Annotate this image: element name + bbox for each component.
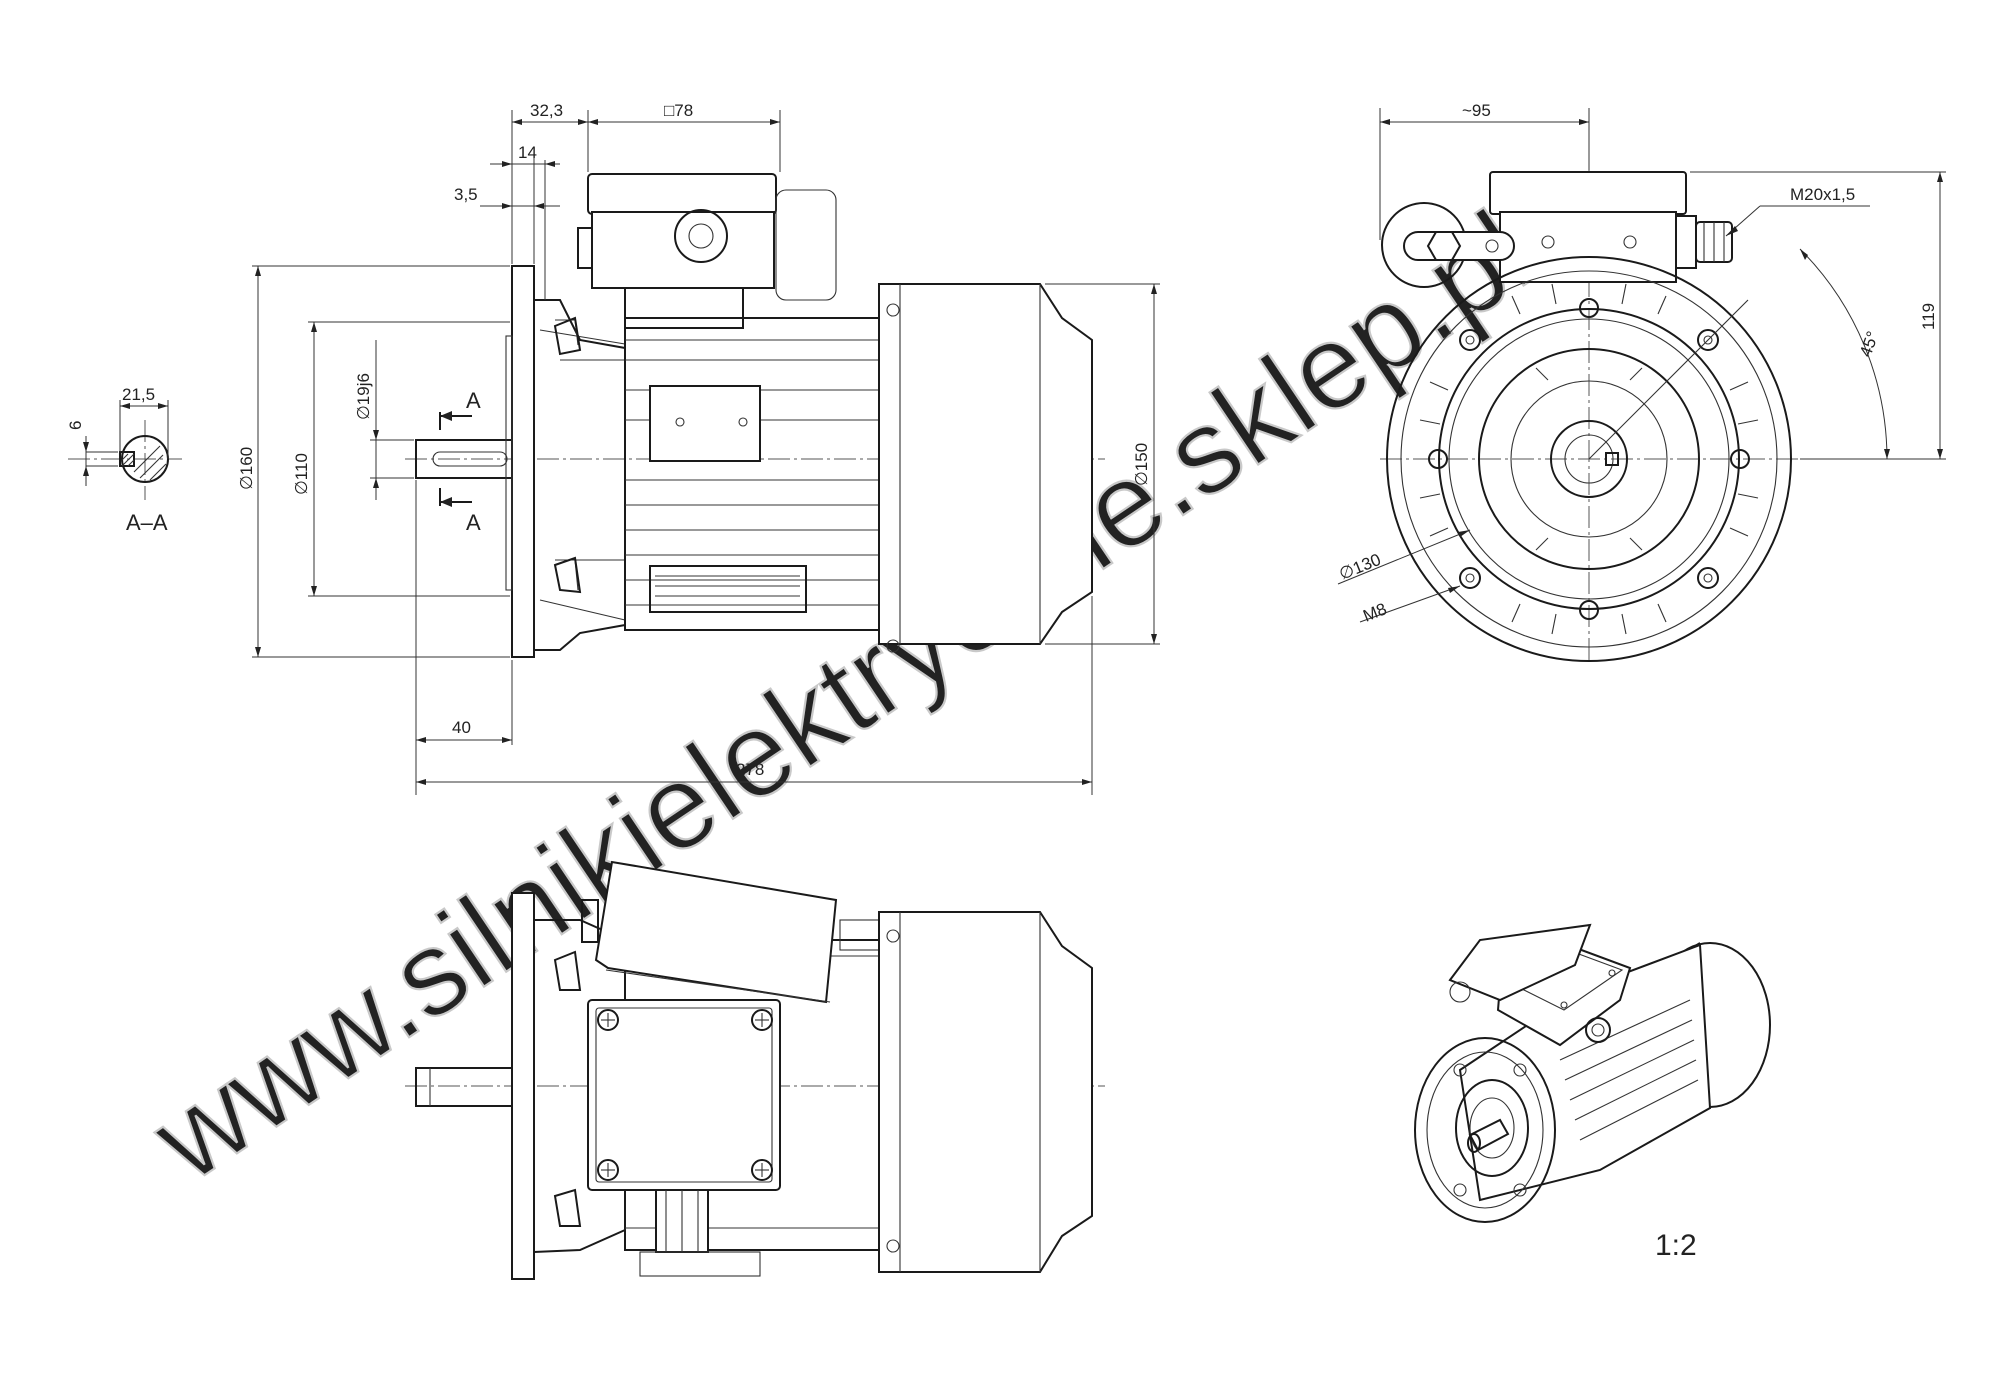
section-marker-bottom: A xyxy=(466,510,481,535)
nameplate xyxy=(649,385,761,462)
dim-box-offset: 32,3 xyxy=(530,101,563,120)
brake-release-lever xyxy=(594,860,838,1004)
front-terminal-box xyxy=(1499,211,1677,283)
dim-fan-cover-dia: ∅150 xyxy=(1132,443,1151,486)
iso-flange xyxy=(1414,1037,1556,1223)
dim-flange-thickness: 14 xyxy=(518,143,537,162)
side-view-dimensions: ∅160 ∅110 ∅19j6 A A 40 278 xyxy=(237,101,1160,795)
dim-spigot-depth: 3,5 xyxy=(454,185,478,204)
dim-angle: 45° xyxy=(1856,329,1883,360)
front-fan-cover-outline xyxy=(1386,256,1792,662)
front-view xyxy=(1380,110,1800,662)
dim-pcd: ∅130 xyxy=(1336,550,1383,584)
top-view-flange xyxy=(511,892,535,1280)
terminal-box-lid xyxy=(587,173,777,215)
dim-keyway-depth: 21,5 xyxy=(122,385,155,404)
dim-key-width: 6 xyxy=(66,421,85,430)
dim-shaft-length: 40 xyxy=(452,718,471,737)
side-view xyxy=(405,173,1105,658)
dim-bolt-thread: M8 xyxy=(1360,599,1389,625)
front-terminal-box-lid xyxy=(1489,171,1687,215)
dim-flange-dia: ∅160 xyxy=(237,447,256,490)
section-marker-top: A xyxy=(466,388,481,413)
dim-box-square: □78 xyxy=(664,101,693,120)
terminal-box xyxy=(591,211,775,289)
dim-total-length: 278 xyxy=(736,760,764,779)
flange xyxy=(511,265,535,658)
dim-box-width-front: ~95 xyxy=(1462,101,1491,120)
dim-shaft-dia: ∅19j6 xyxy=(354,373,373,420)
scale-label: 1:2 xyxy=(1655,1229,1697,1262)
stator-housing xyxy=(624,317,880,631)
top-view xyxy=(405,860,1105,1280)
isometric-view: 1:2 xyxy=(1414,923,1771,1262)
section-label: A–A xyxy=(126,510,168,535)
top-view-terminal-box xyxy=(587,999,781,1191)
cable-gland xyxy=(674,209,728,263)
watermark-text: www.silnikielektryczne.sklep.pl xyxy=(129,186,1554,1208)
section-a-a-view: 21,5 6 A–A xyxy=(66,385,182,535)
fan-cover xyxy=(878,283,1093,645)
top-view-fan-cover xyxy=(878,911,1093,1273)
dim-box-height: 119 xyxy=(1919,303,1938,330)
dim-gland-thread: M20x1,5 xyxy=(1790,185,1855,204)
dim-spigot-dia: ∅110 xyxy=(292,453,311,495)
